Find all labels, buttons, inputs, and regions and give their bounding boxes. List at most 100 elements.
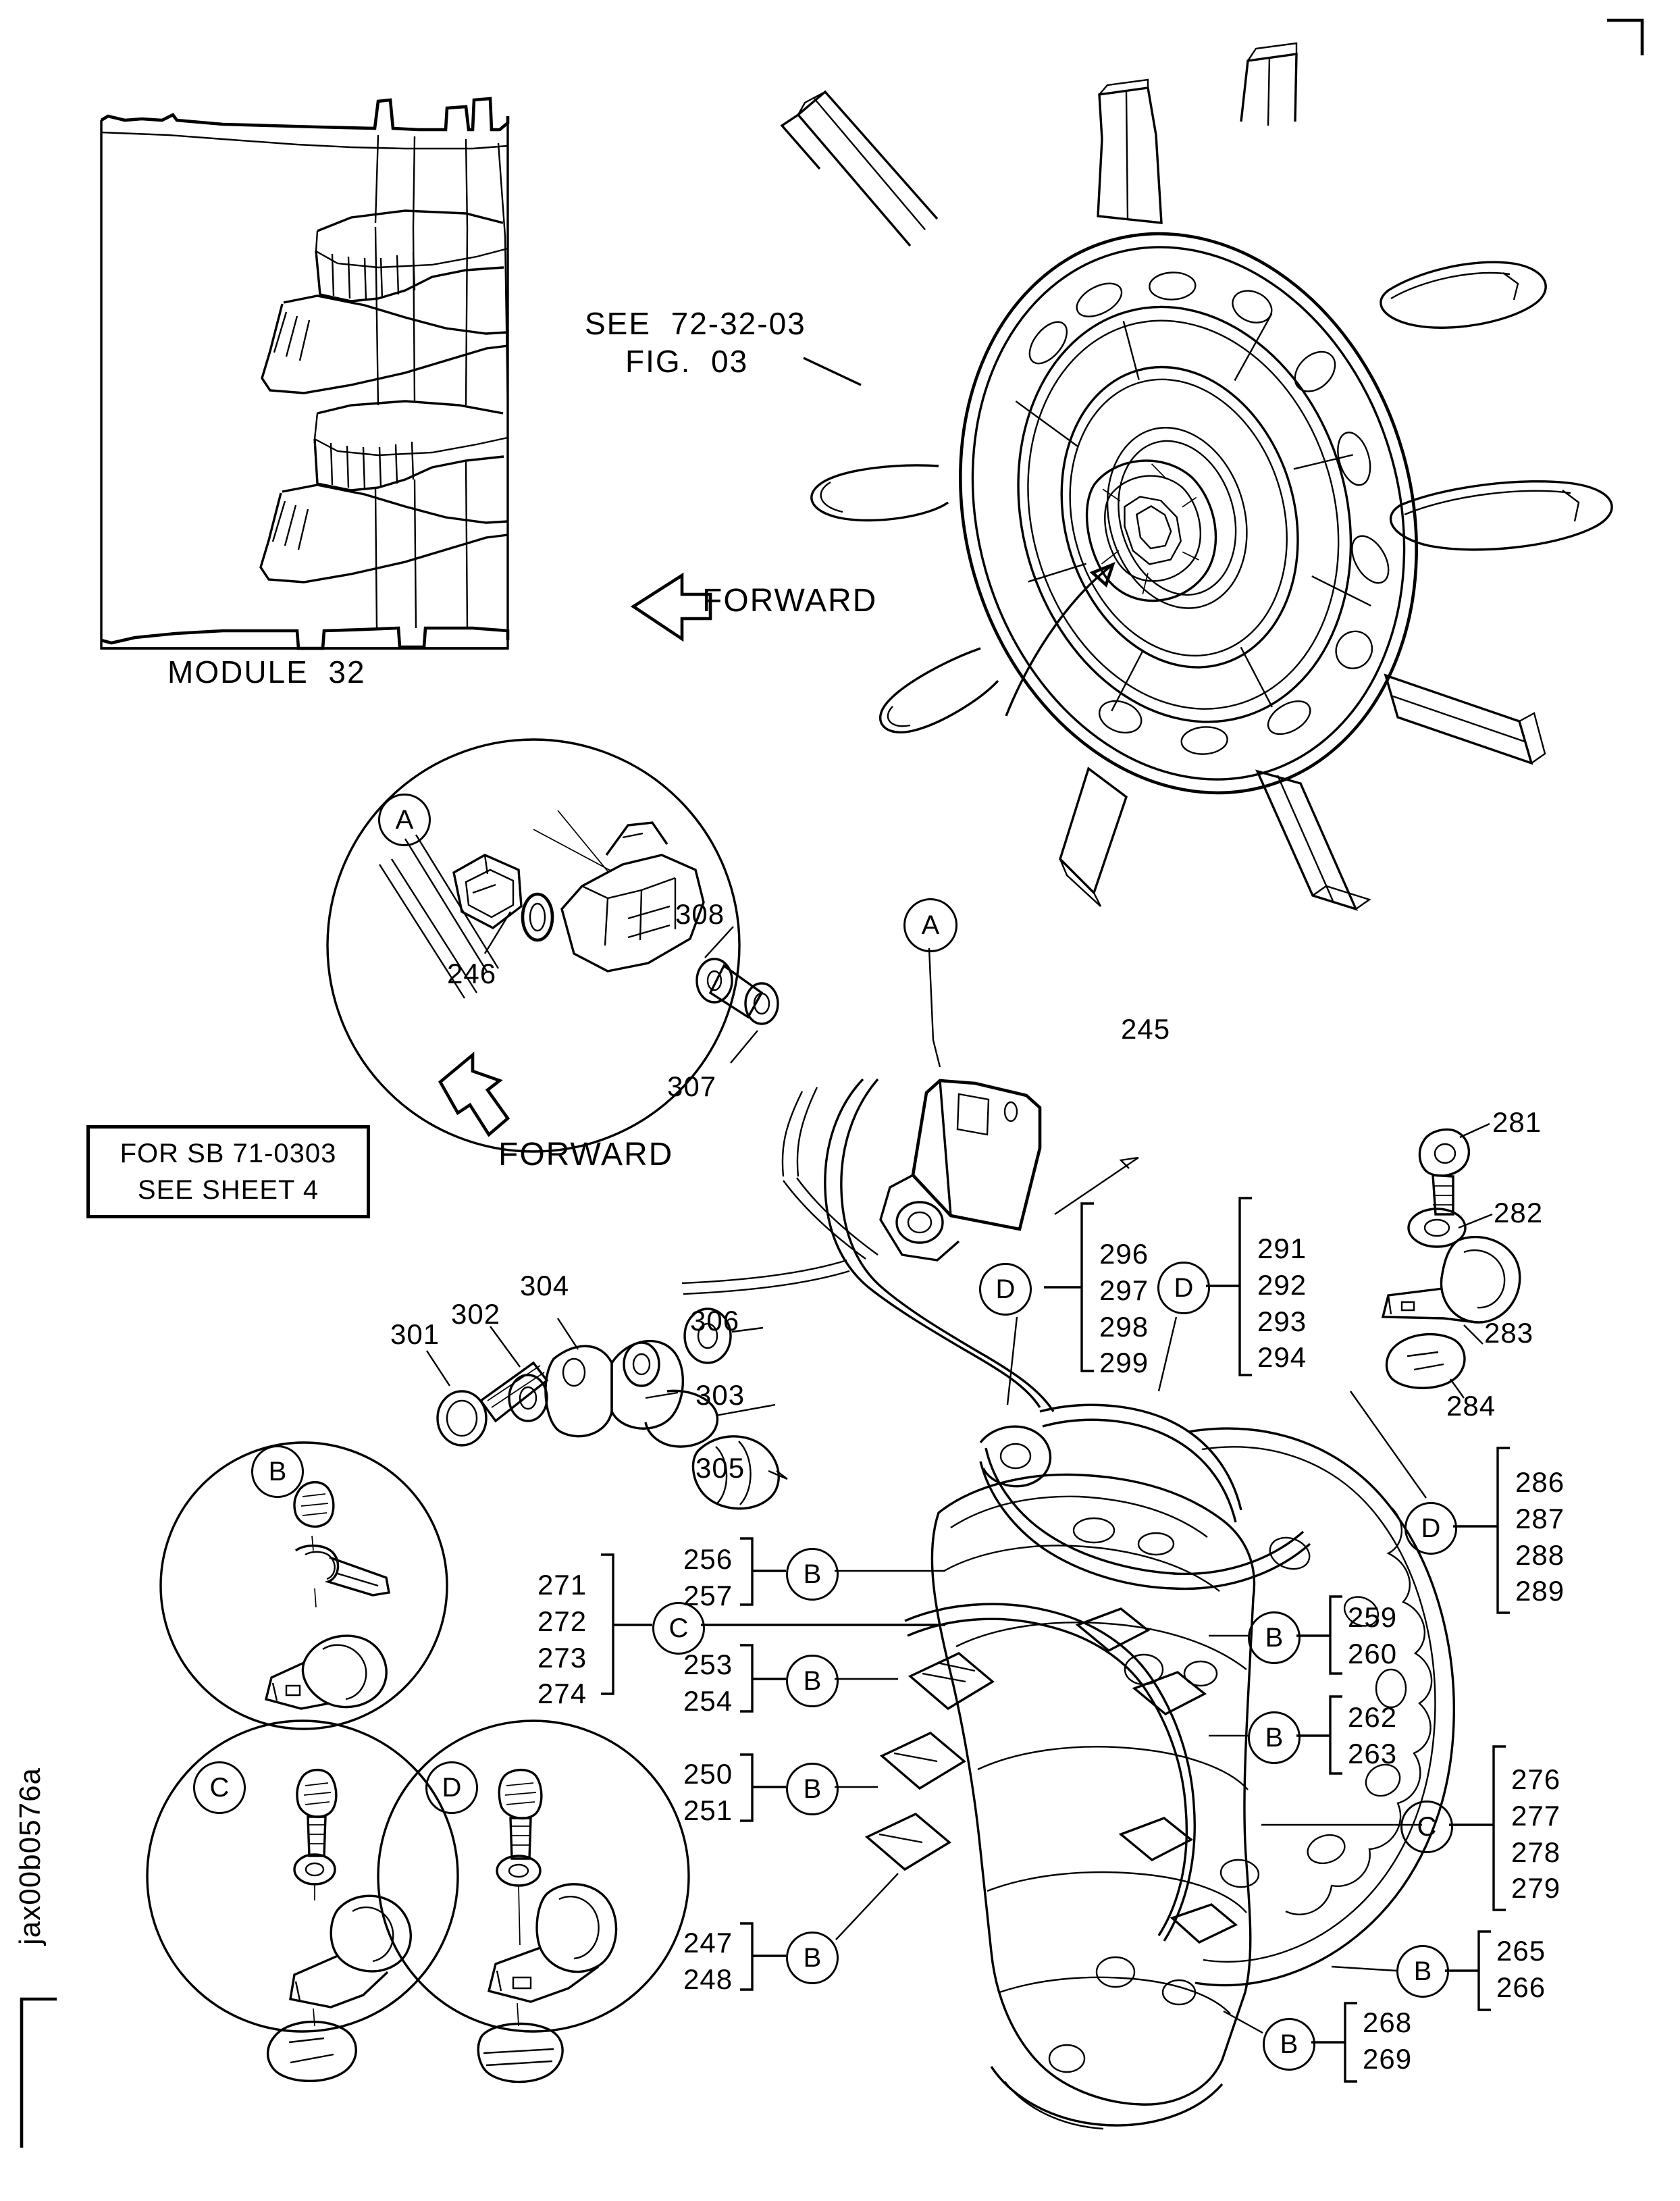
callout-284: 284 <box>1446 1390 1496 1422</box>
group-256-257-marker-b[interactable]: B <box>786 1548 839 1601</box>
group-253-254-marker-b-label: B <box>803 1665 822 1696</box>
see-reference-line2: FIG. 03 <box>625 344 749 379</box>
item-276: 276 <box>1511 1763 1561 1795</box>
item-299: 299 <box>1099 1347 1149 1379</box>
callout-246: 246 <box>447 958 497 989</box>
group-265-266-numbers: 265 266 <box>1496 1933 1546 2006</box>
group-286-289-marker-d-label: D <box>1421 1513 1441 1543</box>
item-294: 294 <box>1257 1341 1307 1374</box>
detail-marker-a-mid-label: A <box>395 804 414 835</box>
item-296: 296 <box>1099 1238 1149 1270</box>
callout-304: 304 <box>520 1270 570 1301</box>
sb-note-line1: FOR SB 71-0303 <box>120 1139 337 1168</box>
item-287: 287 <box>1515 1502 1565 1534</box>
item-265: 265 <box>1496 1935 1546 1967</box>
group-250-251-marker-b-label: B <box>803 1773 822 1804</box>
group-253-254-numbers: 253 254 <box>683 1647 733 1719</box>
item-288: 288 <box>1515 1538 1565 1571</box>
detail-marker-a-top-label: A <box>921 910 940 940</box>
group-259-260-marker-b-label: B <box>1265 1622 1284 1653</box>
item-268: 268 <box>1363 2006 1413 2038</box>
group-259-260-marker-b[interactable]: B <box>1248 1611 1301 1664</box>
group-262-263-numbers: 262 263 <box>1348 1699 1397 1772</box>
group-291-294-numbers: 291 292 293 294 <box>1257 1231 1307 1376</box>
forward-label-detail: FORWARD <box>498 1137 674 1172</box>
item-292: 292 <box>1257 1268 1307 1301</box>
group-271-274-marker-c-label: C <box>668 1613 689 1643</box>
item-259: 259 <box>1348 1601 1398 1633</box>
group-265-266-marker-b[interactable]: B <box>1396 1945 1449 1998</box>
group-286-289-numbers: 286 287 288 289 <box>1515 1464 1565 1609</box>
group-256-257-numbers: 256 257 <box>683 1541 733 1614</box>
group-247-248-marker-b[interactable]: B <box>786 1932 839 1984</box>
detail-marker-d-left-label: D <box>442 1772 462 1803</box>
detail-marker-a-mid[interactable]: A <box>378 794 431 846</box>
group-276-279-marker-c-label: C <box>1417 1811 1437 1842</box>
item-251: 251 <box>683 1794 733 1826</box>
detail-marker-c-left-label: C <box>209 1772 230 1803</box>
group-276-279-numbers: 276 277 278 279 <box>1511 1761 1560 1907</box>
detail-marker-b-left[interactable]: B <box>251 1445 304 1498</box>
forward-label-main: FORWARD <box>702 583 878 619</box>
callout-282: 282 <box>1494 1197 1544 1228</box>
group-250-251-marker-b[interactable]: B <box>786 1763 839 1815</box>
callout-281: 281 <box>1492 1106 1542 1138</box>
item-260: 260 <box>1348 1637 1398 1669</box>
group-271-274-marker-c[interactable]: C <box>652 1602 705 1655</box>
callout-303: 303 <box>695 1379 745 1411</box>
detail-marker-c-left[interactable]: C <box>193 1761 246 1814</box>
footer-drawing-id: jax00b0576a <box>14 1767 47 1945</box>
item-278: 278 <box>1511 1836 1561 1868</box>
callout-305: 305 <box>695 1452 745 1484</box>
item-269: 269 <box>1363 2042 1413 2075</box>
group-296-299-marker-d-label: D <box>995 1274 1016 1304</box>
group-247-248-marker-b-label: B <box>803 1942 822 1973</box>
see-reference-line1: SEE 72-32-03 <box>585 306 806 341</box>
group-276-279-marker-c[interactable]: C <box>1400 1801 1453 1853</box>
group-256-257-marker-b-label: B <box>803 1559 822 1589</box>
crop-mark-bottom-left <box>20 1997 57 2148</box>
group-253-254-marker-b[interactable]: B <box>786 1655 839 1707</box>
group-262-263-marker-b[interactable]: B <box>1248 1711 1301 1764</box>
group-268-269-marker-b[interactable]: B <box>1263 2018 1315 2071</box>
item-253: 253 <box>683 1649 733 1680</box>
item-286: 286 <box>1515 1466 1565 1498</box>
detail-marker-a-top[interactable]: A <box>903 898 957 952</box>
group-296-299-numbers: 296 297 298 299 <box>1099 1236 1149 1381</box>
sb-note-box: FOR SB 71-0303 SEE SHEET 4 <box>86 1125 370 1218</box>
item-262: 262 <box>1348 1701 1398 1733</box>
group-286-289-marker-d[interactable]: D <box>1405 1502 1457 1555</box>
item-263: 263 <box>1348 1737 1398 1769</box>
item-272: 272 <box>537 1605 587 1637</box>
group-268-269-numbers: 268 269 <box>1363 2004 1412 2077</box>
item-293: 293 <box>1257 1305 1307 1337</box>
group-262-263-marker-b-label: B <box>1265 1722 1284 1753</box>
group-247-248-numbers: 247 248 <box>683 1925 733 1998</box>
group-296-299-marker-d[interactable]: D <box>979 1263 1032 1316</box>
module-caption: MODULE 32 <box>167 654 366 690</box>
group-291-294-marker-d[interactable]: D <box>1157 1262 1210 1314</box>
detail-marker-b-left-label: B <box>268 1456 287 1486</box>
detail-marker-d-left[interactable]: D <box>425 1761 478 1814</box>
item-289: 289 <box>1515 1575 1565 1607</box>
